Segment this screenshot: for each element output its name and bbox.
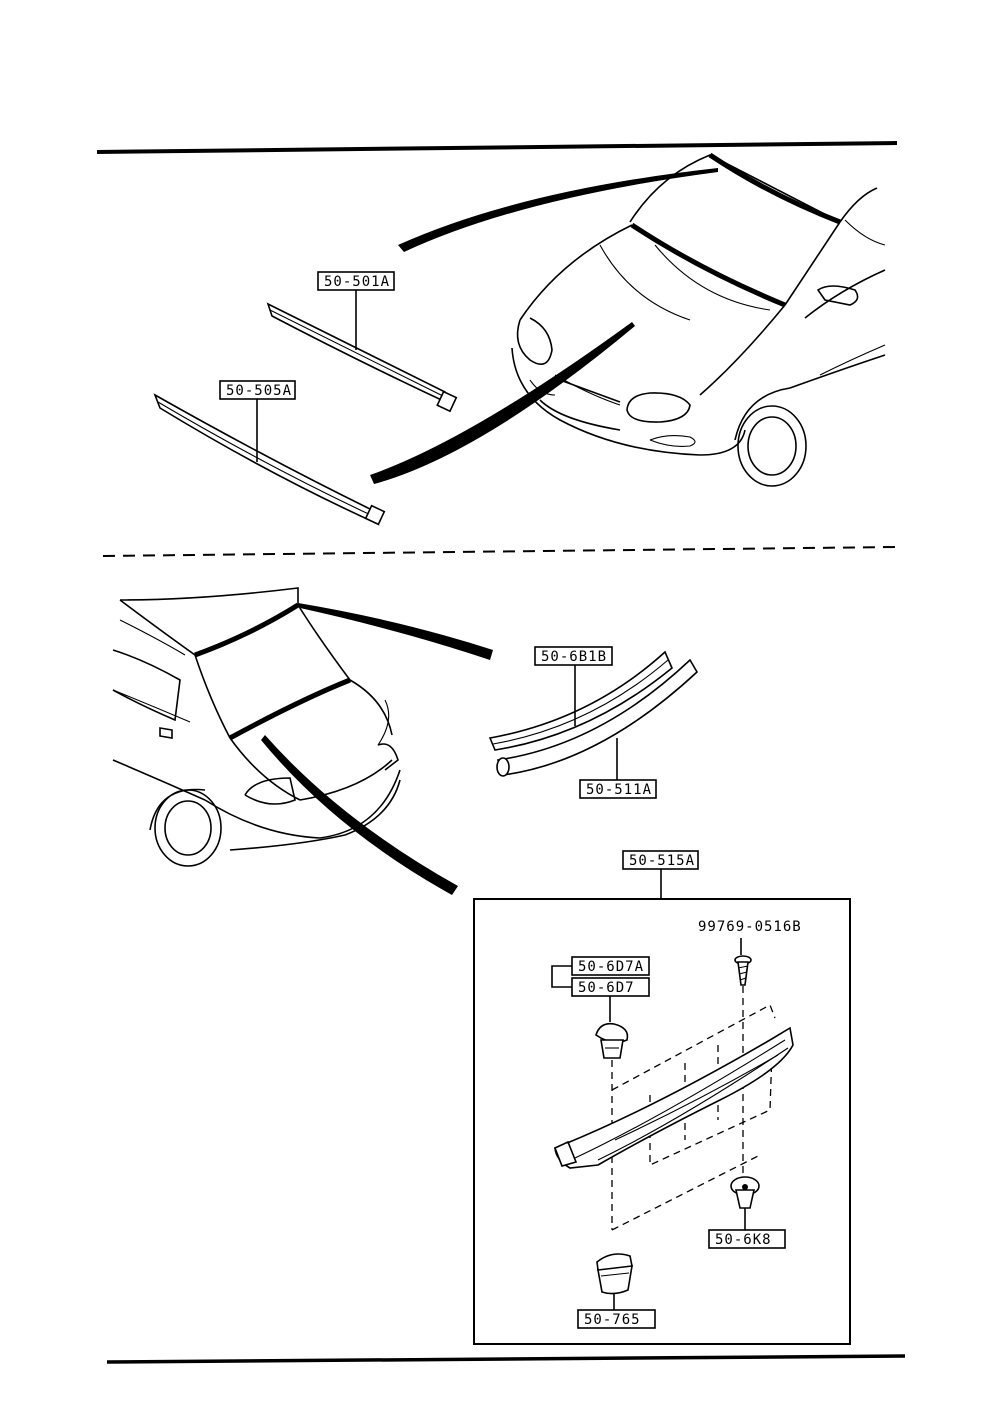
fastener-bracket <box>551 965 572 988</box>
svg-text:50-765: 50-765 <box>584 1312 641 1328</box>
label-fastener-a: 50-6D7A <box>571 956 650 976</box>
rear-car-illustration <box>112 587 493 895</box>
rear-upper-molding <box>488 650 673 751</box>
svg-text:50-511A: 50-511A <box>586 782 652 798</box>
svg-text:50-505A: 50-505A <box>226 383 292 399</box>
svg-text:50-6B1B: 50-6B1B <box>541 649 607 665</box>
front-car-illustration <box>370 152 886 487</box>
front-lower-molding <box>153 393 386 526</box>
label-screw: 99769-0516B <box>698 919 802 935</box>
label-rear-molding-assy: 50-515A <box>622 850 699 899</box>
rear-lower-molding <box>496 658 699 782</box>
rear-molding-assy-part <box>553 1004 794 1231</box>
label-clip: 50-6K8 <box>708 1229 786 1249</box>
svg-text:50-515A: 50-515A <box>629 853 695 869</box>
label-retainer: 50-765 <box>577 1309 656 1329</box>
detail-frame <box>473 898 851 1345</box>
svg-text:50-6K8: 50-6K8 <box>715 1232 772 1248</box>
label-front-upper-molding: 50-501A <box>317 271 395 291</box>
label-fastener-b: 50-6D7 <box>571 977 650 997</box>
svg-text:50-6D7A: 50-6D7A <box>578 959 644 975</box>
label-rear-upper-molding: 50-6B1B <box>534 646 613 666</box>
label-front-lower-molding: 50-505A <box>219 380 296 400</box>
screw-part <box>734 955 752 1180</box>
retainer-part <box>596 1253 633 1310</box>
front-upper-molding <box>266 290 458 413</box>
top-rule <box>96 141 898 154</box>
clip-part <box>730 1176 760 1230</box>
svg-text:50-6D7: 50-6D7 <box>578 980 635 996</box>
section-divider <box>102 546 896 557</box>
label-rear-lower-molding: 50-511A <box>579 779 657 799</box>
bottom-rule <box>106 1354 906 1364</box>
svg-text:50-501A: 50-501A <box>324 274 390 290</box>
